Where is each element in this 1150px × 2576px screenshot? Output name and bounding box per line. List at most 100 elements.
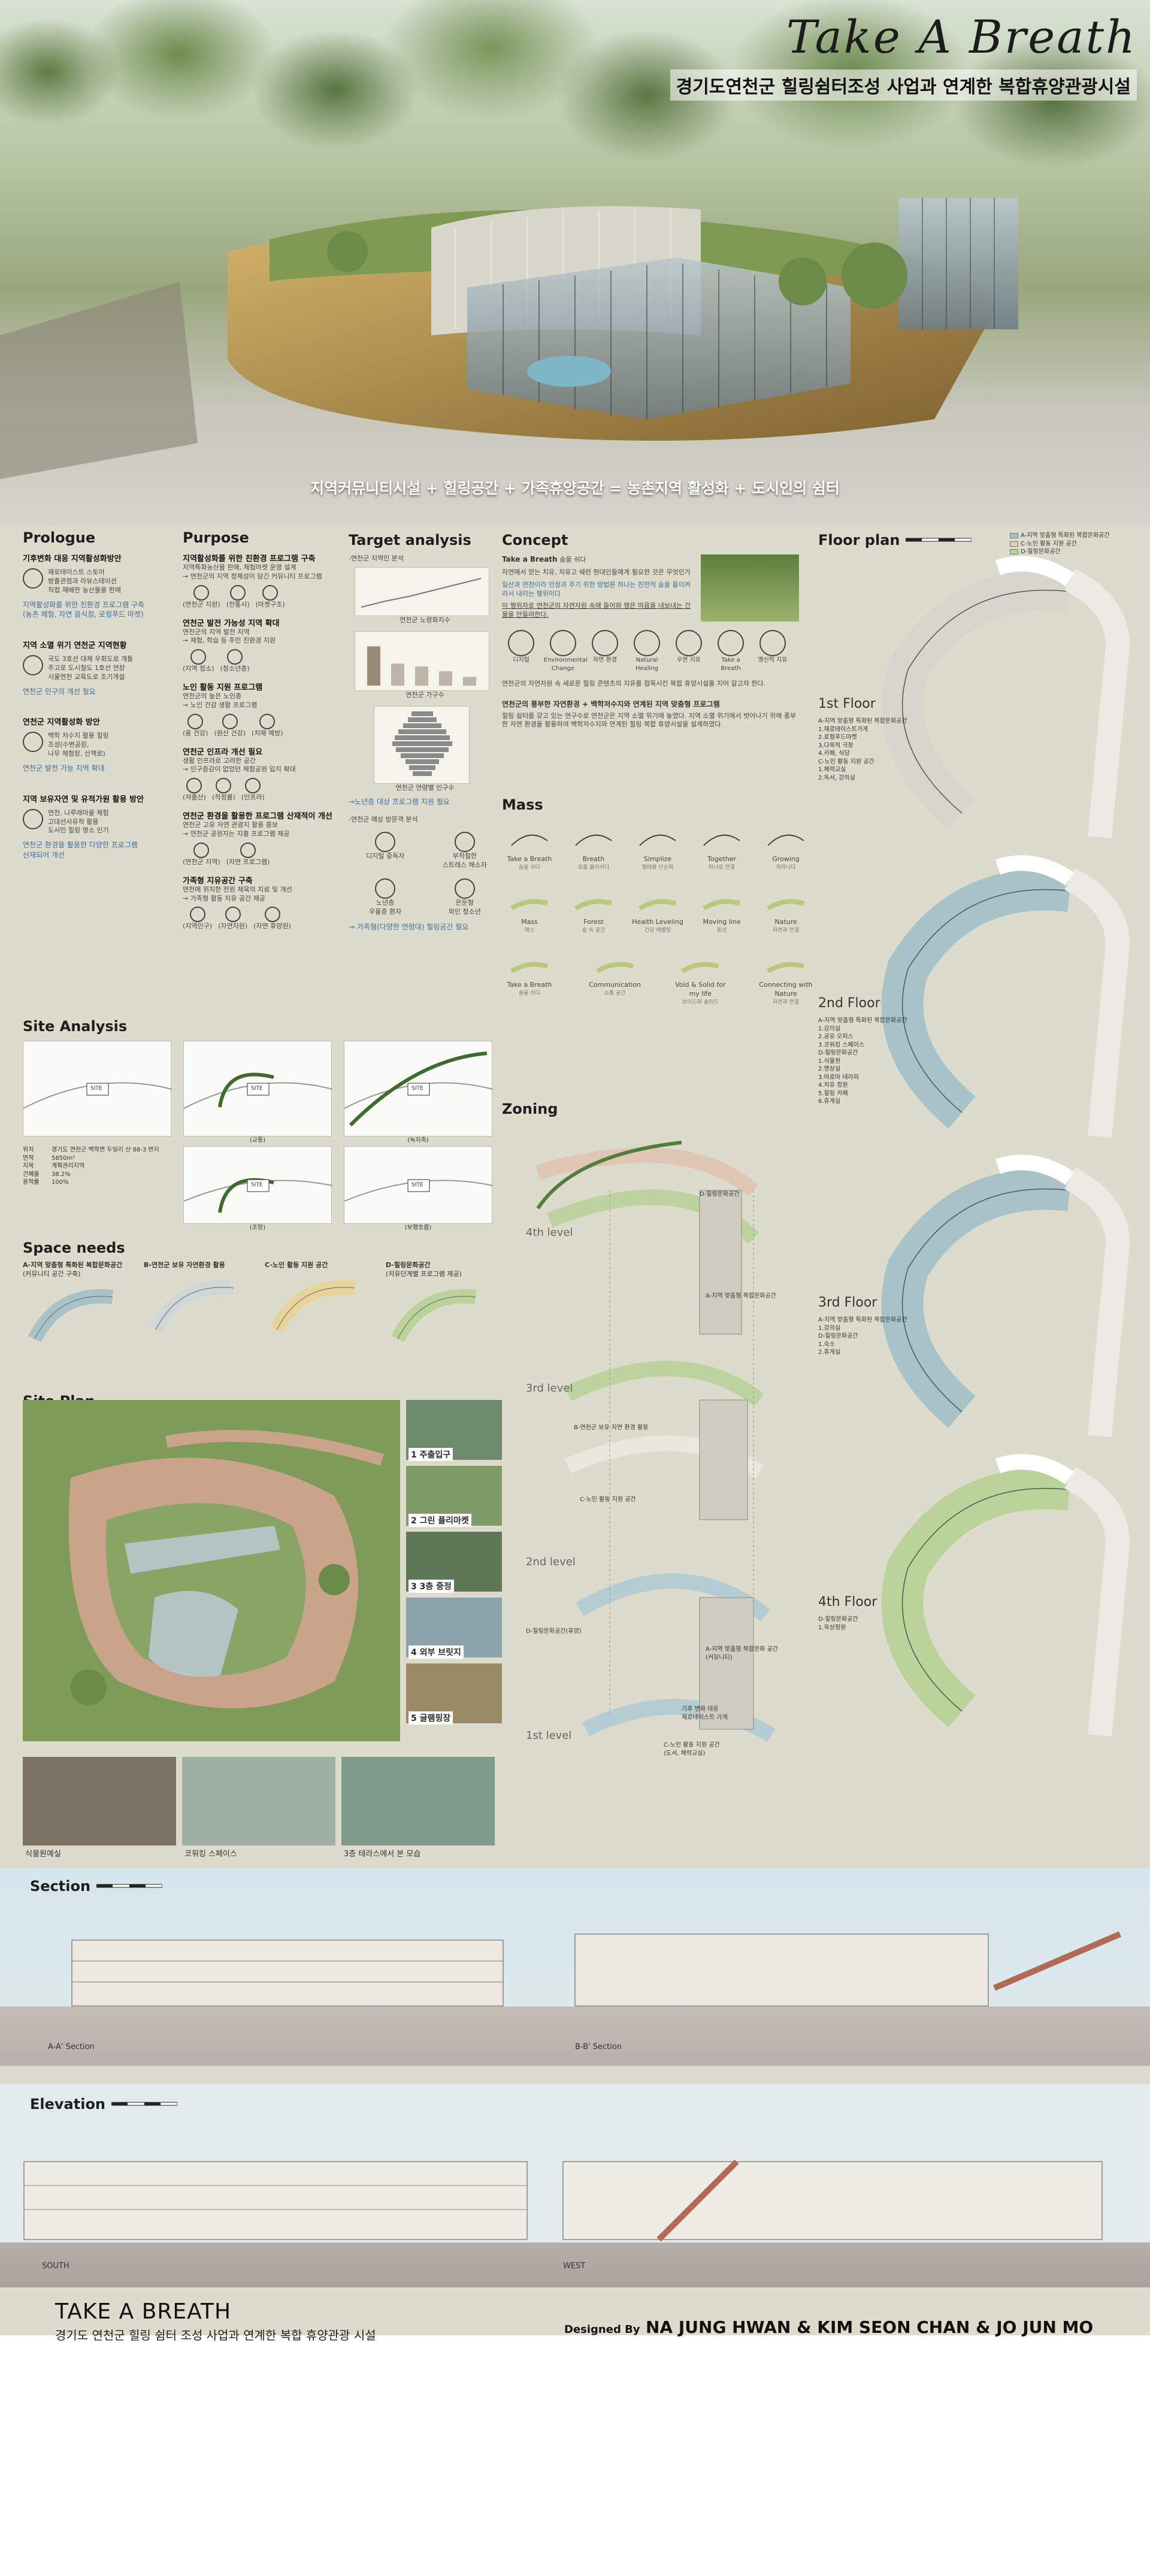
purpose-icon-label: (지역 청소) [183, 665, 214, 673]
prologue-note: 지역활성화를 위한 친환경 프로그램 구축 (농촌 체험, 자연 음식점, 로컬… [23, 600, 144, 619]
purpose-icon-label: (전통시) [226, 600, 250, 608]
zoning-note: B-연천군 보유 자연 환경 활용 [574, 1425, 649, 1431]
space-need-sub: (치유단계별 프로그램 제공) [386, 1269, 462, 1278]
concept-label: Take a Breath [721, 657, 741, 672]
site-map: SITE [23, 1041, 172, 1137]
purpose-icon-cell: (치매 예방) [252, 713, 283, 738]
concept-icon [592, 630, 618, 656]
elevation-label: SOUTH [42, 2262, 69, 2271]
zoning-note: C-노인 활동 지원 공간 (도서, 체력교실) [664, 1742, 720, 1757]
floor-item: 2.독서, 강의실 [818, 774, 855, 781]
mass-name: Void & Solid for my life [675, 980, 726, 998]
site-map-lines [183, 1072, 333, 1109]
floor-name: 4th Floor [818, 1595, 877, 1610]
mass-sketch [510, 899, 549, 911]
mass-sketch [639, 834, 676, 846]
site-photo-label: 코워킹 스페이스 [184, 1850, 237, 1859]
purpose-icon-cell: (지역인구) [183, 907, 212, 931]
floor-item: A-지역 맞춤형 특화된 복합문화공간 [818, 1017, 907, 1024]
household-bar [391, 663, 404, 686]
zoning-level-label: 1st level [526, 1729, 572, 1742]
site-info-value: 5850m² [52, 1154, 75, 1162]
site-thumb: 3 3층 중정 [406, 1532, 502, 1593]
site-thumb: 2 그린 플리마켓 [406, 1466, 502, 1527]
pyramid-chart [374, 705, 470, 784]
purpose-icon-cell: (지역 청소) [183, 649, 214, 674]
site-map: SITE(교통) [183, 1041, 333, 1144]
purpose-text: 연천에 위치한 전원 체육의 치료 및 개선 → 가족형 활동 지유 공간 재공 [183, 885, 292, 902]
zoning-note: D-힐링문화공간 [700, 1191, 740, 1198]
poster-title: Take A Breath [786, 10, 1137, 63]
mass-name: Breath [582, 855, 605, 863]
floor-item: 6.휴게실 [818, 1098, 841, 1105]
floor-item: 1.체력교실 [818, 766, 846, 773]
prologue-note: 연천군 환경을 활용한 다양한 프로그램 산재되어 개선 [23, 841, 138, 860]
prologue-heading: 연천군 지역활성화 방안 [23, 718, 100, 728]
floor-drawing [881, 556, 1130, 838]
site-plan-drawing [68, 1430, 384, 1708]
designer-names: NA JUNG HWAN & KIM SEON CHAN & JO JUN MO [646, 2317, 1094, 2337]
prologue-heading: 지역 보유자연 및 유적가원 활용 방안 [23, 795, 144, 804]
elevation-drawing [23, 2159, 1103, 2242]
concept-lead: Take a Breath [502, 555, 558, 563]
zoning-level-label: 4th level [526, 1226, 573, 1239]
community-icon [222, 713, 238, 729]
prologue-row: 연천, 나루래마을 체험 고대선사유적 활용 도시민 힐링 명소 인기 [23, 808, 176, 836]
leaf-icon [23, 568, 43, 589]
floor-item: 3.다목적 극장 [818, 742, 854, 749]
concept-circle: 우연 지유 [670, 630, 708, 672]
site-analysis-title: Site Analysis [23, 1018, 128, 1035]
site-info-key: 위치 [23, 1147, 34, 1153]
floor-item: 3.아로마 테라피 [818, 1074, 859, 1081]
space-need-name: A-지역 맞춤형 특화된 복합문화공간 [23, 1261, 123, 1269]
site-map: SITE(녹지축) [344, 1041, 494, 1144]
site-photo [23, 1757, 176, 1845]
visitor-digital: 디지털 중독자 [349, 832, 422, 870]
purpose-icons: (지역 청소) (청소년층) [183, 649, 341, 674]
community-icon [187, 713, 204, 729]
legend-label: D-힐링문화공간 [1021, 548, 1061, 555]
site-map: SITE(보행흐름) [344, 1146, 494, 1231]
household-bar [439, 671, 452, 686]
purpose-icon-cell: (자연 프로그램) [226, 842, 270, 867]
site-info-key: 용적률 [23, 1179, 40, 1186]
target-sub1: -연천군 지역민 분석 [349, 554, 404, 562]
site-photo-label: 3층 테라스에서 본 모습 [344, 1850, 421, 1859]
site-map-caption: (녹지축) [407, 1137, 429, 1144]
elevation-title: Elevation [30, 2096, 106, 2113]
target-note1: →노년층 대상 프로그램 지원 필요 [349, 798, 450, 807]
mass-name: Together [707, 855, 736, 863]
space-need-name: D-힐링문화공간 [386, 1261, 431, 1269]
site-map-caption: (조망) [249, 1224, 266, 1231]
purpose-text: 생활 인프라로 고려한 공간 → 인구증감이 없었던 체험공원 입지 확대 [183, 756, 296, 774]
concept-text1: 자연에서 얻는 치유, 치유고 쉐런 현대인들에게 필요한 것은 무엇인가 [502, 568, 691, 576]
household-bars [367, 646, 476, 686]
site-info-key: 면적 [23, 1154, 34, 1162]
mass-name: Simplize [643, 855, 672, 863]
mass-title: Mass [502, 796, 543, 813]
mass-sketch [767, 834, 804, 846]
prologue-heading: 지역 소멸 위기 연천군 지역현황 [23, 641, 127, 651]
purpose-icon-label: (청소년층) [220, 665, 250, 673]
site-map-caption: (보행흐름) [404, 1224, 432, 1231]
zone-4-ring [535, 1147, 759, 1197]
purpose-text: 지역특화농산물 판매, 체험마켓 운영 설계 → 연천군의 지역 정체성이 담긴… [183, 563, 322, 580]
concept-icon [634, 630, 660, 656]
prologue-row: 국도 3호선 대체 우회도로 개통 주고로 도시철도 1호선 연장 서울연천 교… [23, 655, 176, 682]
concept-label: 자연 환경 [593, 657, 617, 663]
space-need: B-연천군 보유 자연환경 활용 [144, 1261, 256, 1353]
floor-item: A-지역 맞춤형 특화된 복합문화공간 [818, 718, 907, 725]
